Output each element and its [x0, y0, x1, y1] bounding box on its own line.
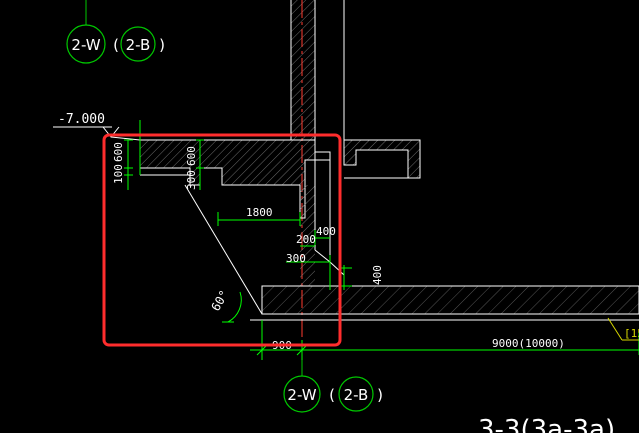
dim-text-9000: 9000(10000)	[492, 337, 565, 350]
dim-text-400-top: 400	[316, 225, 336, 238]
bottom-grid-label-2b: 2-B	[344, 386, 369, 404]
right-beam	[343, 139, 421, 179]
upper-wall	[290, 0, 345, 152]
base-slab	[261, 285, 639, 315]
tag-text: [15	[624, 327, 639, 340]
elevation-mark: -7.000	[53, 112, 141, 141]
right-beam-outline	[343, 139, 421, 179]
foundation-section	[139, 139, 639, 321]
top-grid-label-2b: 2-B	[126, 36, 151, 54]
top-grid-close-paren: )	[159, 36, 165, 54]
dim-text-600-left: 600	[112, 142, 125, 162]
dim-text-1800: 1800	[246, 206, 273, 219]
dim-bottom-tick-1	[256, 344, 268, 356]
dimension-texts: 600 100 600 300 1800 400 200 300 400 900…	[112, 142, 565, 352]
dim-bottom-tick-2	[296, 344, 308, 356]
highlight-selection-box[interactable]	[102, 133, 342, 347]
top-grid-open-paren: (	[113, 36, 119, 54]
bottom-grid-open-paren: (	[329, 386, 335, 404]
dim-text-400-right: 400	[371, 265, 384, 285]
bottom-grid-bubble-2w	[283, 375, 321, 413]
bottom-grid-reference: 2-W ( 2-B )	[283, 360, 383, 413]
dimensions	[124, 120, 639, 360]
top-grid-bubble-2b	[120, 26, 156, 62]
top-grid-reference: 2-W ( 2-B )	[66, 0, 165, 64]
top-grid-bubble-2w	[66, 24, 106, 64]
upper-wall-hatch	[291, 0, 315, 140]
dim-text-200: 200	[296, 233, 316, 246]
dim-text-300-inner: 300	[185, 170, 198, 190]
bottom-grid-bubble-2b	[338, 376, 374, 412]
elevation-text: -7.000	[58, 112, 105, 127]
foundation-wall-left	[300, 185, 315, 286]
right-tag: [15	[607, 317, 639, 341]
angle-text: 60°	[208, 288, 231, 314]
tag-leader	[607, 317, 623, 341]
sloped-excavation-line	[184, 184, 263, 315]
foundation-lower-wall	[314, 151, 331, 161]
dim-text-100-left: 100	[112, 164, 125, 184]
bottom-grid-close-paren: )	[377, 386, 383, 404]
dim-text-300-wall: 300	[286, 252, 306, 265]
angle-arc	[227, 291, 242, 323]
top-grid-label-2w: 2-W	[71, 36, 100, 54]
bottom-grid-label-2w: 2-W	[287, 386, 316, 404]
foundation-top-slab	[139, 139, 316, 219]
dim-text-600-inner: 600	[185, 146, 198, 166]
elevation-leader	[110, 136, 141, 141]
section-title: 3-3(3a-3a)	[478, 415, 615, 433]
